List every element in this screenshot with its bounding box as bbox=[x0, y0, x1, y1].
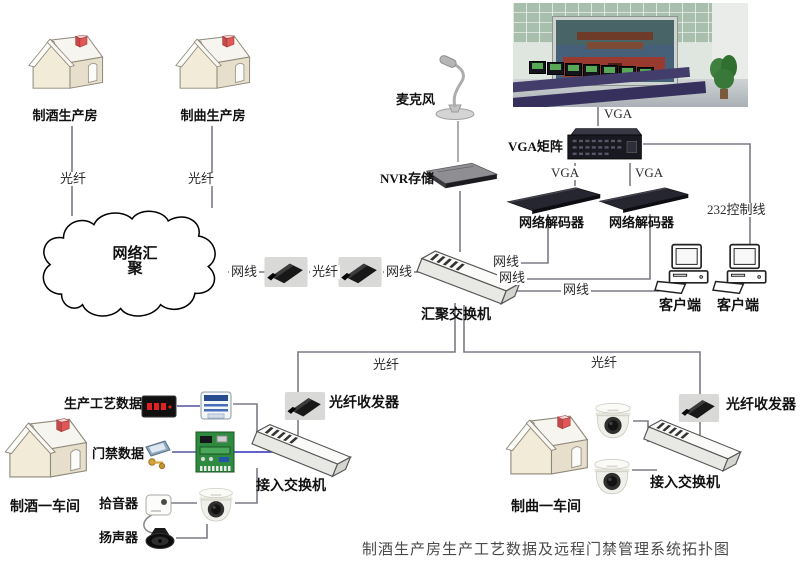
client-left-label: 客户端 bbox=[659, 299, 701, 314]
edge-label-cable-decoder2: 网线 bbox=[497, 270, 528, 285]
video-wall-roof bbox=[577, 32, 653, 41]
house-liquor-workshop-label: 制酒一车间 bbox=[10, 500, 80, 515]
edge-label-vga-decoder-left: VGA bbox=[549, 165, 582, 180]
edge-aggswitch-ftleft bbox=[297, 303, 456, 393]
edge-label-fiber-top-right: 光纤 bbox=[186, 171, 217, 186]
edge-label-cable-decoder1: 网线 bbox=[491, 254, 522, 269]
media-converter-left-icon bbox=[264, 257, 308, 287]
diagram-caption: 制酒生产房生产工艺数据及远程门禁管理系统拓扑图 bbox=[362, 542, 731, 558]
dome-camera-left-icon bbox=[196, 487, 236, 525]
edge-label-232-control: 232控制线 bbox=[705, 202, 768, 217]
edge-label-fiber-bottom-left: 光纤 bbox=[371, 357, 402, 372]
edge-camera-accessleft bbox=[235, 468, 258, 504]
network-cloud-icon bbox=[33, 203, 233, 333]
house-qu-workshop-icon bbox=[503, 410, 589, 488]
monitor-icon bbox=[565, 63, 582, 76]
nvr-storage-icon bbox=[422, 160, 500, 190]
client-computer-right-icon bbox=[712, 243, 771, 295]
edge-aggswitch-ftright bbox=[463, 305, 701, 395]
edge-label-cable-switch: 网线 bbox=[384, 264, 415, 279]
access-switch-left-label: 接入交换机 bbox=[256, 479, 326, 494]
edge-label-cable-cloud: 网线 bbox=[229, 264, 260, 279]
monitor-icon bbox=[583, 64, 600, 77]
house-liquor-production-icon bbox=[26, 30, 104, 101]
cloud-label-line1: 网络汇 bbox=[112, 246, 158, 262]
access-card-keys-icon bbox=[143, 438, 173, 470]
house-liquor-workshop-icon bbox=[2, 413, 88, 491]
edge-label-fiber-mid: 光纤 bbox=[310, 264, 341, 279]
door-access-data-label: 门禁数据 bbox=[92, 446, 145, 461]
client-right-label: 客户端 bbox=[717, 299, 759, 314]
network-decoder-right-icon bbox=[598, 184, 690, 215]
network-decoder-left-icon bbox=[506, 184, 602, 216]
aggregation-switch-label: 汇聚交换机 bbox=[421, 308, 491, 323]
dome-camera-right2-icon bbox=[591, 458, 633, 498]
audio-pickup-icon bbox=[144, 491, 173, 518]
access-switch-left-icon bbox=[247, 420, 353, 481]
video-wall-roof2 bbox=[586, 41, 644, 49]
protocol-converter-icon bbox=[199, 389, 233, 422]
access-switch-right-icon bbox=[639, 415, 743, 475]
edge-label-fiber-top-left: 光纤 bbox=[58, 171, 89, 186]
vga-matrix-icon bbox=[563, 122, 643, 164]
edge-label-vga-wall: VGA bbox=[602, 106, 635, 121]
network-decoder-left-label: 网络解码器 bbox=[519, 215, 585, 230]
edge-speaker-camera bbox=[176, 524, 208, 539]
monitor-icon bbox=[529, 61, 546, 74]
edge-pickup-arc bbox=[143, 514, 154, 534]
fiber-transceiver-left-label: 光纤收发器 bbox=[329, 396, 399, 411]
house-qu-workshop-label: 制曲一车间 bbox=[511, 500, 581, 515]
house-qu-production-label: 制曲生产房 bbox=[180, 108, 246, 123]
media-converter-right-icon bbox=[338, 257, 382, 287]
monitor-icon bbox=[547, 62, 564, 75]
edge-wconv-accessleft bbox=[233, 403, 258, 438]
network-decoder-right-label: 网络解码器 bbox=[609, 215, 675, 230]
nvr-storage-label: NVR存储 bbox=[380, 171, 435, 186]
access-switch-right-label: 接入交换机 bbox=[650, 476, 720, 491]
vga-matrix-label: VGA矩阵 bbox=[508, 139, 563, 154]
edge-label-fiber-bottom-right: 光纤 bbox=[589, 355, 620, 370]
fiber-transceiver-right-label: 光纤收发器 bbox=[726, 398, 796, 413]
microphone-icon bbox=[425, 55, 485, 121]
led-display-icon bbox=[141, 395, 177, 418]
network-cloud-label: 网络汇 聚 bbox=[60, 247, 210, 277]
cloud-label-line2: 聚 bbox=[127, 261, 143, 277]
production-data-label: 生产工艺数据 bbox=[64, 396, 143, 411]
access-controller-board-icon bbox=[195, 431, 235, 473]
house-liquor-production-label: 制酒生产房 bbox=[32, 108, 98, 123]
edge-label-cable-clients: 网线 bbox=[561, 282, 592, 297]
speaker-label: 扬声器 bbox=[99, 530, 139, 545]
house-qu-production-icon bbox=[173, 30, 251, 101]
edge-label-vga-decoder-right: VGA bbox=[633, 165, 666, 180]
edge-aggswitch-decoder2 bbox=[513, 214, 651, 280]
fiber-transceiver-right-icon bbox=[677, 394, 721, 422]
control-room-image bbox=[513, 3, 748, 107]
microphone-label: 麦克风 bbox=[396, 92, 436, 107]
audio-pickup-label: 拾音器 bbox=[99, 496, 139, 511]
speaker-icon bbox=[143, 526, 177, 550]
plant-icon bbox=[709, 55, 739, 103]
client-computer-left-icon bbox=[654, 243, 713, 295]
edge-aggswitch-decoder1 bbox=[515, 214, 549, 264]
dome-camera-right1-icon bbox=[592, 402, 634, 442]
fiber-transceiver-left-icon bbox=[283, 392, 327, 420]
